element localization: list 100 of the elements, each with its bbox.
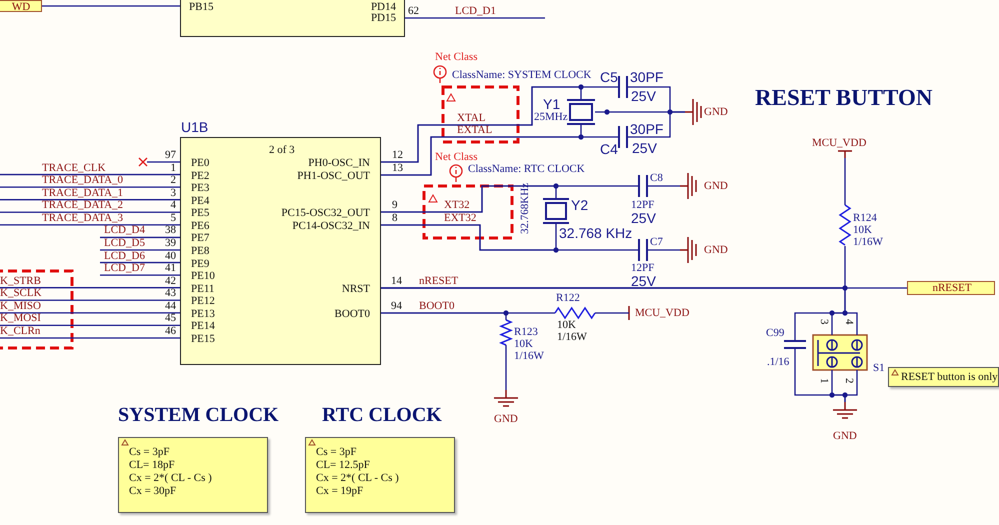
pin-name: PH0-OSC_IN (308, 157, 370, 169)
component-value: 25MHz (534, 111, 568, 123)
resistor-symbol (499, 319, 513, 346)
crystal-symbol (543, 198, 569, 224)
wire (100, 249, 180, 251)
wire (0, 174, 180, 176)
capacitor-symbol (638, 239, 648, 261)
capacitor-symbol (784, 340, 806, 349)
pin-number: 43 (165, 287, 176, 300)
pin-name: PD14 (370, 1, 396, 13)
pin-number: 1 (170, 162, 176, 174)
note-card (888, 367, 999, 387)
section-heading: SYSTEM CLOCK (118, 404, 279, 426)
component-designator: Y1 (543, 97, 560, 112)
capacitor-symbol (618, 76, 628, 98)
wire (0, 287, 180, 288)
pin-number: 2 (843, 378, 855, 384)
pin-name: PC14-OSC32_IN (292, 220, 370, 232)
crystal-symbol (567, 99, 595, 125)
wire (844, 158, 846, 205)
net-label: LCD_D5 (104, 236, 145, 249)
wire (648, 185, 680, 187)
chip-designator: U1B (181, 120, 208, 135)
component-designator: Y2 (571, 198, 588, 213)
wire (648, 249, 680, 251)
pin-name: PB15 (189, 1, 214, 13)
note-text: Cx = 2*( CL - Cs ) (316, 472, 399, 484)
pin-number: 44 (165, 300, 176, 312)
wire (381, 224, 638, 251)
component-value: .1/16 (767, 356, 790, 368)
pin-name: PE0 (191, 157, 210, 169)
component-designator: R122 (556, 292, 580, 304)
wire (381, 136, 618, 176)
power-port-symbol (838, 150, 852, 158)
push-button-symbol (812, 334, 868, 371)
net-label: XT32 (444, 199, 470, 211)
net-label: TRACE_DATA_0 (42, 174, 124, 186)
wire (100, 236, 180, 238)
pin-name: PC15-OSC32_OUT (281, 207, 370, 219)
note-text: Cs = 3pF (129, 446, 170, 458)
capacitor-symbol (638, 175, 648, 197)
net-label: K_MOSI (0, 312, 41, 324)
component-value: 10K (853, 224, 872, 236)
pin-name: BOOT0 (334, 308, 370, 320)
wire (0, 300, 180, 301)
power-label: MCU_VDD (635, 307, 690, 319)
note-text: Cx = 19pF (316, 485, 364, 497)
pin-number: 94 (391, 300, 402, 312)
component-value: 10K (557, 319, 576, 331)
pin-name: PE11 (191, 282, 214, 295)
pin-name: PE15 (191, 332, 215, 345)
ground-label: GND (704, 106, 728, 118)
component-value: 30PF (630, 70, 664, 85)
net-label: TRACE_CLK (42, 162, 106, 174)
ground-symbol (685, 99, 702, 125)
pin-name: PE10 (191, 270, 215, 282)
pin-number: 38 (165, 224, 176, 236)
pin-number: 3 (170, 186, 176, 199)
component-value: 32.768 KHz (559, 226, 632, 241)
note-card (118, 437, 268, 513)
pin-name: PE14 (191, 320, 215, 332)
wire (100, 274, 180, 276)
component-value: 1/16W (557, 331, 587, 343)
pin-number: 46 (165, 324, 176, 337)
pin-name: PE4 (191, 194, 210, 207)
wire (505, 345, 507, 390)
pin-number: 3 (818, 319, 830, 324)
wire (0, 224, 180, 226)
pin-name: PE9 (191, 258, 210, 270)
pin-number: 5 (170, 212, 176, 224)
net-label: LCD_D1 (455, 5, 496, 17)
net-label: EXTAL (457, 124, 492, 136)
ground-symbol (680, 173, 697, 199)
net-label: LCD_D4 (104, 224, 145, 236)
net-label: LCD_D7 (104, 262, 145, 274)
component-value: 1/16W (853, 236, 883, 248)
wire (381, 86, 618, 163)
pin-name: NRST (342, 283, 370, 295)
pin-number: 45 (165, 312, 176, 324)
component-designator: C4 (600, 142, 618, 157)
component-value: 25V (631, 274, 656, 289)
net-label: K_CLRn (0, 324, 40, 337)
pin-name: PE12 (191, 295, 215, 308)
wire (0, 199, 180, 200)
net-label: XTAL (457, 112, 486, 124)
component-designator: C5 (600, 70, 618, 85)
component-value: 1/16W (514, 350, 544, 362)
ground-label: GND (833, 430, 857, 442)
pin-name: PE7 (191, 232, 210, 244)
port-label: WD (12, 1, 30, 13)
power-label: MCU_VDD (812, 137, 866, 149)
note-card (305, 437, 455, 513)
wire (0, 312, 180, 314)
wire (794, 349, 846, 402)
net-label: TRACE_DATA_2 (42, 199, 124, 212)
net-class-name: ClassName: SYSTEM CLOCK (452, 69, 592, 81)
ground-symbol (494, 390, 518, 407)
component-designator: C8 (650, 172, 663, 184)
component-designator: C99 (766, 327, 784, 339)
wire (595, 111, 685, 113)
